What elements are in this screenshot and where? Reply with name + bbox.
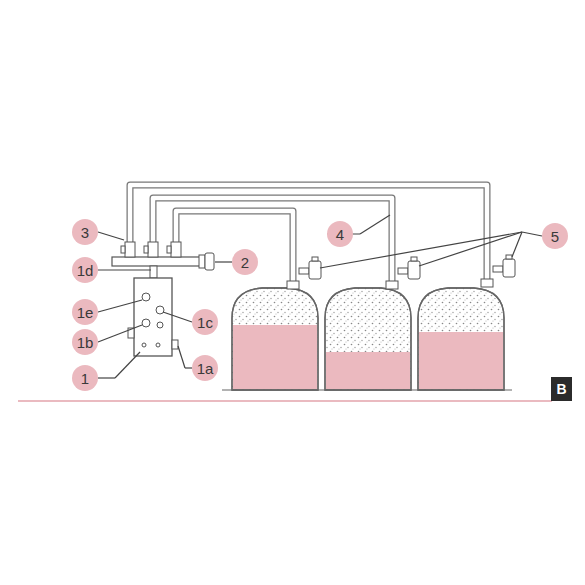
callout-circle <box>192 309 218 335</box>
callout-number: 1e <box>77 305 94 320</box>
callout-number: 1c <box>197 315 213 330</box>
callout-number: 2 <box>241 255 249 270</box>
callout-circle <box>72 329 98 355</box>
callout-circle <box>72 365 98 391</box>
callout-circle <box>72 219 98 245</box>
callout-circle <box>72 257 98 283</box>
callout-number: 1d <box>77 263 94 278</box>
figure-letter: B <box>556 382 566 396</box>
callout-number: 1a <box>197 361 214 376</box>
callout-circle <box>72 299 98 325</box>
callout-circle <box>192 355 218 381</box>
callout-number: 1b <box>77 335 94 350</box>
callout-circle <box>232 249 258 275</box>
callout-number: 4 <box>336 227 344 242</box>
callout-circle <box>327 221 353 247</box>
callout-number: 5 <box>551 229 559 244</box>
callout-circle <box>542 223 568 249</box>
callout-number: 1 <box>81 371 89 386</box>
callout-number: 3 <box>81 225 89 240</box>
